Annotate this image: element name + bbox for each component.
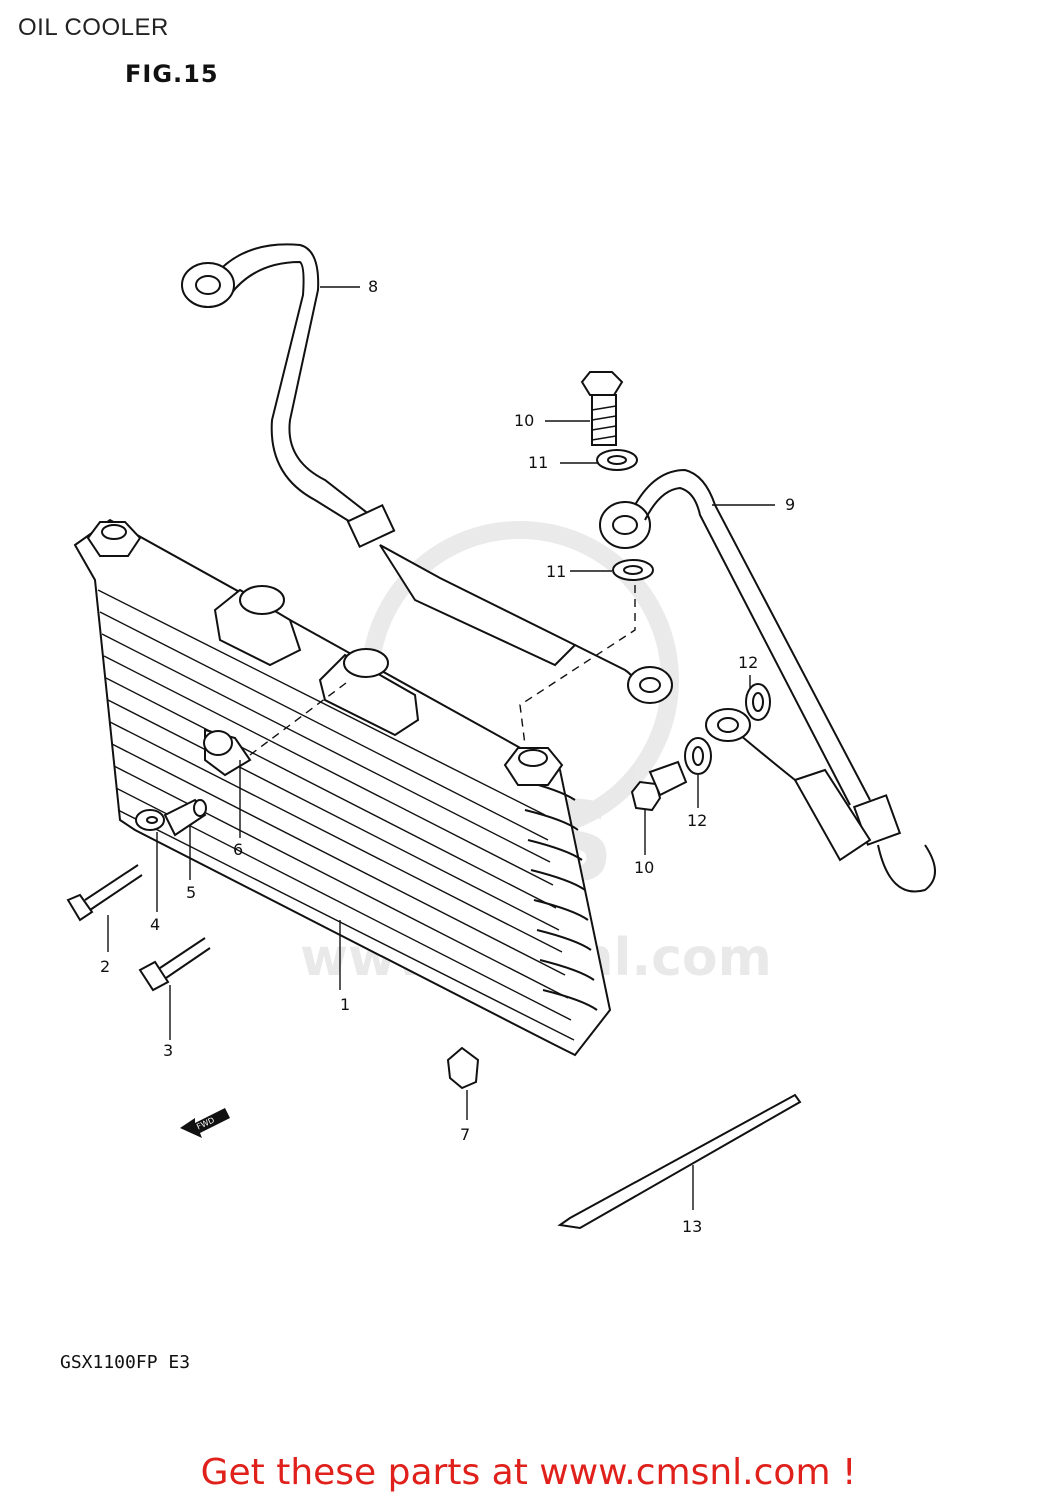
bolt-2	[66, 864, 143, 922]
callout-12-upper: 12	[738, 653, 758, 672]
guide-lines	[249, 585, 636, 756]
diagram-title: OIL COOLER	[18, 14, 169, 41]
callout-10-lower: 10	[634, 858, 654, 877]
callout-11-upper: 11	[528, 453, 548, 472]
callout-7: 7	[460, 1125, 470, 1144]
collar-5	[163, 798, 207, 837]
union-bolt-lower	[630, 760, 688, 812]
callout-4: 4	[150, 915, 160, 934]
washer-12-lower	[684, 737, 712, 775]
oil-hose-8	[181, 243, 673, 704]
callout-2: 2	[100, 957, 110, 976]
fwd-arrow-icon: FWD	[180, 1108, 230, 1138]
get-parts-link[interactable]: Get these parts at www.cmsnl.com !	[200, 1452, 857, 1493]
strap-13	[557, 1093, 802, 1230]
callout-6: 6	[233, 840, 243, 859]
washer-12-upper	[745, 683, 771, 721]
callout-11-lower: 11	[546, 562, 566, 581]
callout-leaders	[107, 286, 775, 1210]
callout-12-lower: 12	[687, 811, 707, 830]
callout-10-upper: 10	[514, 411, 534, 430]
figure-number: FIG.15	[125, 60, 219, 88]
callout-1: 1	[340, 995, 350, 1014]
oil-cooler-radiator	[73, 518, 612, 1057]
bolt-3	[138, 937, 211, 992]
callout-9: 9	[785, 495, 795, 514]
washer-4	[135, 809, 165, 831]
callout-5: 5	[186, 883, 196, 902]
union-bolt-upper	[580, 371, 638, 471]
callout-3: 3	[163, 1041, 173, 1060]
callout-8: 8	[368, 277, 378, 296]
callout-labels: 1 2 3 4 5 6 7 8 9 10 10 11 11 12 12 13	[100, 277, 795, 1236]
oil-hose-9	[599, 468, 936, 893]
model-code: GSX1100FP E3	[60, 1352, 191, 1373]
washer-lower	[612, 559, 654, 581]
callout-13: 13	[682, 1217, 702, 1236]
clamp-7	[446, 1046, 480, 1090]
